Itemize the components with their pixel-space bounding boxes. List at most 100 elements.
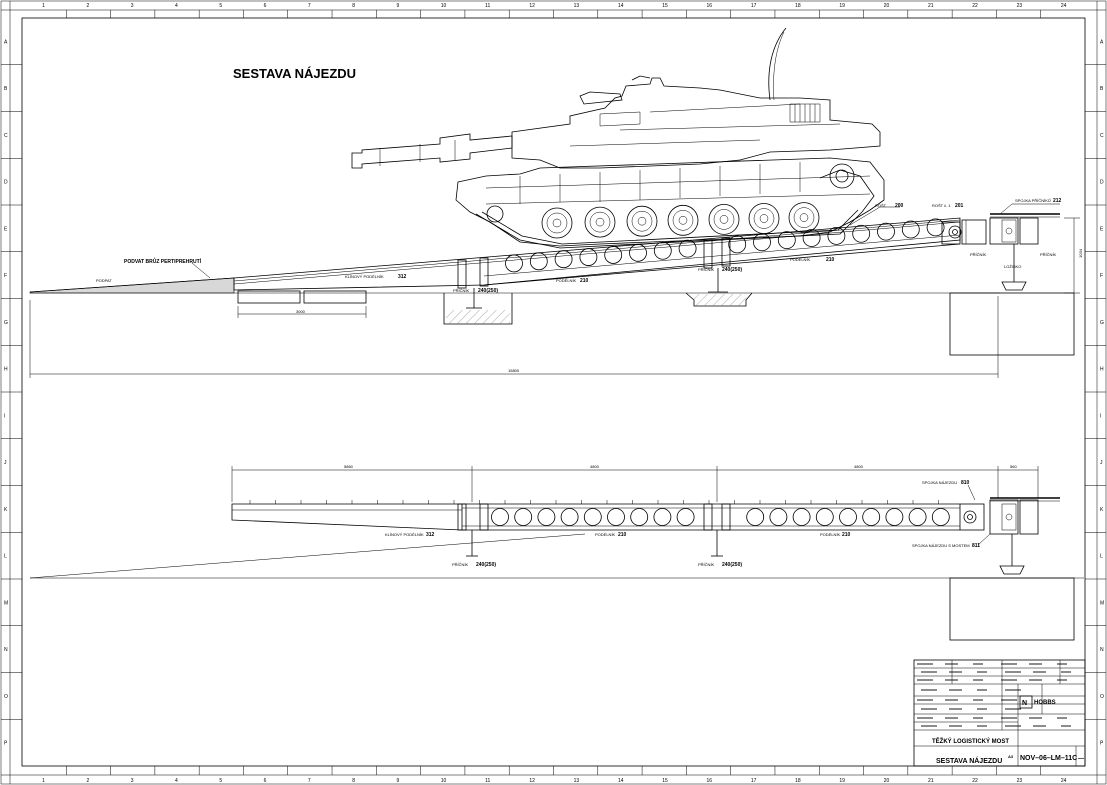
road-wheel: [667, 204, 699, 236]
truss-opening: [777, 231, 796, 250]
grid-column-label: 23: [1017, 778, 1023, 784]
wedge-beam-lower: [231, 503, 463, 531]
road-wheel: [626, 205, 658, 237]
grid-row-label: E: [4, 226, 8, 232]
grid-row-label: M: [1100, 600, 1104, 606]
grid-row-label: A: [1100, 39, 1104, 45]
grid-column-label: 12: [529, 778, 535, 784]
road-wheel: [788, 202, 820, 234]
grid-row-label: C: [1100, 133, 1104, 139]
grid-column-label: 16: [707, 778, 713, 784]
truss-opening: [852, 224, 871, 243]
svg-text:N: N: [1022, 700, 1027, 707]
grid-column-label: 3: [131, 3, 134, 9]
grid-column-label: 13: [574, 778, 580, 784]
title-block-fine-print: [917, 663, 1071, 727]
drawing-number: NOV–06–LM–11C: [1020, 755, 1077, 762]
company-name: HOBBS: [1034, 700, 1056, 706]
lower-ramp-view: [29, 466, 1084, 641]
truss-opening: [827, 226, 846, 245]
label-cross-1-num: 240(250): [478, 288, 498, 294]
grid-column-label: 7: [308, 3, 311, 9]
grid-row-label: E: [1100, 226, 1104, 232]
truss-opening: [862, 508, 881, 526]
truss-opening: [746, 508, 765, 526]
grid-column-label: 19: [839, 3, 845, 9]
lower-label-wedge-beam: KLÍNOVÝ PODÉLNÍK: [385, 532, 424, 537]
grid-row-label: B: [4, 86, 8, 92]
grid-column-label: 6: [264, 778, 267, 784]
label-deck-end: ROŠT č. 1: [932, 203, 951, 208]
label-cross-2: PŘÍČNÍK: [698, 267, 715, 272]
lower-label-cross-2: PŘÍČNÍK: [698, 562, 715, 567]
truss-opening: [537, 508, 556, 526]
grid-column-label: 22: [972, 3, 978, 9]
truss-opening: [554, 250, 573, 269]
lower-bolt-marks: [249, 500, 939, 504]
label-cross-3: PŘÍČNÍK: [970, 252, 987, 257]
label-beam-a: PODÉLNÍK: [556, 278, 577, 283]
truss-opening: [629, 243, 647, 262]
label-ground: PODPAT: [96, 278, 112, 283]
truss-opening: [792, 508, 811, 526]
lower-label-cross-1-num: 240(250): [476, 562, 496, 568]
grid-column-label: 13: [574, 3, 580, 9]
grid-column-label: 1: [42, 778, 45, 784]
grid-row-label: B: [1100, 86, 1104, 92]
grid-column-label: 12: [529, 3, 535, 9]
label-cross-4: PŘÍČNÍK: [1040, 252, 1057, 257]
grid-column-label: 24: [1061, 778, 1067, 784]
label-deck-end-num: 201: [955, 203, 964, 209]
truss-opening: [769, 508, 788, 526]
grid-column-label: 16: [707, 3, 713, 9]
drawing-title: SESTAVA NÁJEZDU: [233, 66, 356, 81]
grid-column-label: 18: [795, 778, 801, 784]
lower-label-beam-b-num: 210: [842, 532, 851, 538]
grid-column-label: 10: [441, 3, 447, 9]
drawing-name: SESTAVA NÁJEZDU: [936, 756, 1002, 765]
grid-row-label: H: [4, 367, 8, 373]
grid-row-label: I: [1100, 413, 1101, 419]
grid-column-label: 15: [662, 778, 668, 784]
grid-row-label: K: [1100, 507, 1104, 513]
lower-label-beam-b: PODÉLNÍK: [820, 532, 841, 537]
grid-column-label: 9: [396, 3, 399, 9]
lower-label-cross-2-num: 240(250): [722, 562, 742, 568]
label-deck-num: 200: [895, 203, 904, 209]
truss-opening: [926, 218, 945, 237]
grid-row-label: A: [4, 39, 8, 45]
grid-column-labels: 1122334455667788991010111112121313141415…: [42, 3, 1066, 784]
label-jack: LOŽISKO: [1004, 264, 1021, 269]
grid-column-label: 9: [396, 778, 399, 784]
dim-total: 15800: [508, 368, 520, 373]
truss-opening: [885, 508, 904, 526]
truss-opening: [653, 241, 672, 260]
grid-column-label: 14: [618, 778, 624, 784]
cross-beam-2-upper: [703, 239, 713, 269]
grid-column-label: 3: [131, 778, 134, 784]
truss-opening: [728, 235, 747, 254]
grid-column-label: 2: [86, 778, 89, 784]
grid-column-label: 2: [86, 3, 89, 9]
grid-column-label: 11: [485, 778, 490, 784]
label-beam-b-num: 210: [826, 257, 835, 263]
grid-row-label: I: [4, 413, 5, 419]
upper-ramp-view: [29, 203, 1080, 378]
grid-row-label: H: [1100, 367, 1104, 373]
truss-opening: [529, 252, 548, 271]
label-coupling-num: 212: [1053, 198, 1062, 204]
grid-row-label: D: [1100, 180, 1104, 186]
dim-seg-4: 560: [1010, 464, 1017, 469]
grid-row-label: J: [4, 460, 7, 466]
label-deck: ROŠT: [875, 203, 887, 208]
grid-row-label: D: [4, 180, 8, 186]
grid-column-label: 10: [441, 778, 447, 784]
tank-illustration: [351, 27, 885, 249]
label-cross-1: PŘÍČNÍK: [453, 288, 470, 293]
dim-seg-2: 4800: [590, 464, 600, 469]
grid-column-label: 22: [972, 778, 978, 784]
grid-column-label: 1: [42, 3, 45, 9]
truss-opening: [560, 508, 579, 526]
grid-column-label: 21: [928, 778, 934, 784]
grid-row-label: G: [4, 320, 8, 326]
